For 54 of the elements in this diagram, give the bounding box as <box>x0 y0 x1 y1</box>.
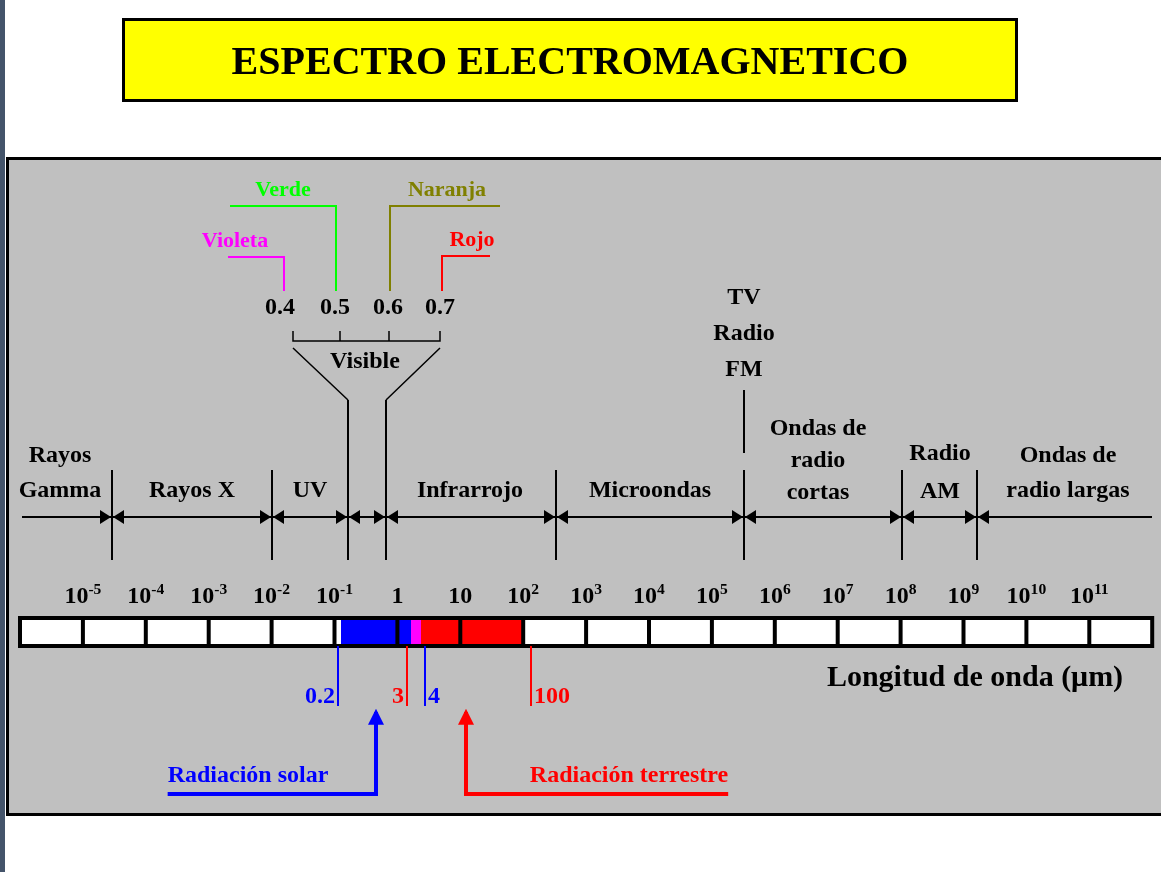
tick-label: 1 <box>391 581 404 610</box>
color-label: Verde <box>255 175 311 203</box>
band-label: Visible <box>330 346 400 374</box>
tick-label: 10$^{6}$ <box>758 578 791 610</box>
tick-label: 10$^{8}$ <box>884 578 917 610</box>
wavelength-value: 0.6 <box>373 292 403 320</box>
leader-line <box>389 205 501 292</box>
leader-line <box>227 256 285 292</box>
band-label: UV <box>292 475 328 504</box>
tick-label: 10$^{4}$ <box>633 578 665 610</box>
tick-label: 10$^{-3}$ <box>190 578 228 610</box>
wavelength-value: 0.2 <box>305 684 335 706</box>
tick-label: 10$^{2}$ <box>507 578 540 610</box>
tick-label: 10 <box>448 581 473 610</box>
band-label: Radio AM <box>908 438 972 505</box>
wavelength-value: 4 <box>428 684 440 706</box>
color-label: Rojo <box>449 225 495 253</box>
band-label: Rayos Gamma <box>17 440 103 504</box>
tick-label: 10$^{10}$ <box>1006 578 1047 610</box>
tick-label: 10$^{-2}$ <box>253 578 291 610</box>
leader-line <box>337 645 339 707</box>
band-label: Ondas de radio cortas <box>768 413 868 506</box>
wavelength-scale-bar <box>18 616 1155 648</box>
leader-line <box>530 645 532 707</box>
leader-line <box>406 645 408 707</box>
tick-label: 10$^{-1}$ <box>316 578 353 610</box>
wavelength-value: 0.7 <box>425 292 455 320</box>
color-label: Naranja <box>407 175 487 203</box>
tick-label: 10$^{-5}$ <box>64 578 102 610</box>
leader-line <box>441 255 491 292</box>
tick-label: 10$^{5}$ <box>696 578 728 610</box>
tick-label: 10$^{-4}$ <box>127 578 165 610</box>
band-label: Rayos X <box>149 475 235 504</box>
band-label: Infrarrojo <box>416 475 524 504</box>
band-label: TV Radio FM <box>712 282 776 383</box>
tick-label: 10$^{9}$ <box>947 578 980 610</box>
axis-label: Longitud de onda (μm) <box>826 658 1124 694</box>
radiation-label: Radiación solar <box>167 760 329 788</box>
leader-line <box>229 205 337 292</box>
wavelength-value: 100 <box>534 684 570 706</box>
band-label: Ondas de radio largas <box>1005 440 1131 504</box>
tick-label: 10$^{3}$ <box>570 578 602 610</box>
tick-label: 10$^{11}$ <box>1069 578 1109 610</box>
wavelength-value: 0.4 <box>265 292 295 320</box>
band-label: Microondas <box>588 475 712 504</box>
tick-label: 10$^{7}$ <box>821 578 854 610</box>
wavelength-value: 0.5 <box>320 292 350 320</box>
color-label: Violeta <box>201 226 269 254</box>
leader-line <box>424 645 426 707</box>
radiation-label: Radiación terrestre <box>529 760 729 788</box>
arrow <box>458 708 729 796</box>
title-banner: ESPECTRO ELECTROMAGNETICO <box>122 18 1018 102</box>
wavelength-value: 3 <box>392 684 404 706</box>
arrow <box>167 708 384 796</box>
